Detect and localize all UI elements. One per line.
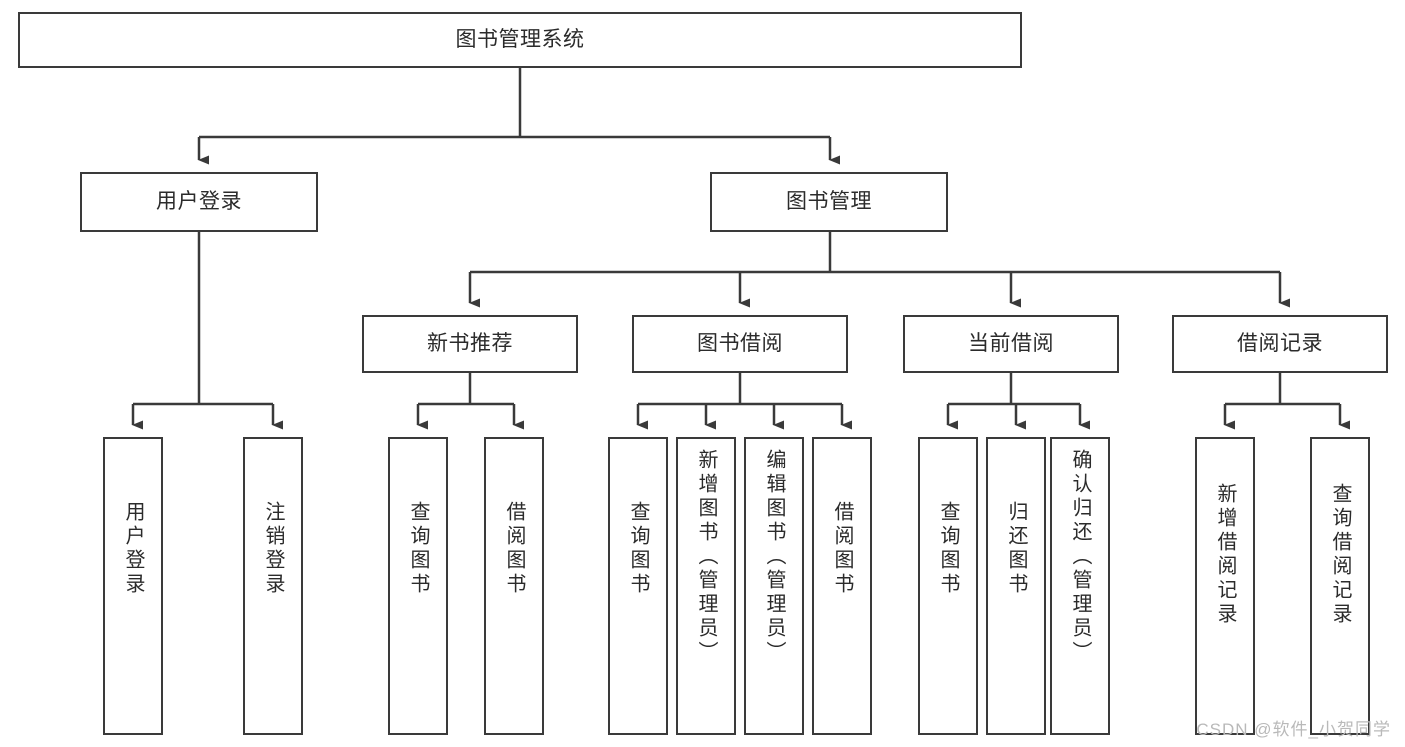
watermark-text: CSDN @软件_小贺同学 [1196, 720, 1391, 739]
node-user-login[interactable]: 用户登录 [80, 172, 318, 232]
node-leaf-query-book-recommend[interactable]: 查询图书 [388, 437, 448, 735]
node-leaf-edit-book-admin[interactable]: 编辑图书（管理员） [744, 437, 804, 735]
node-leaf-borrow-book-recommend-label: 借阅图书 [503, 501, 525, 597]
node-leaf-logout-label: 注销登录 [262, 501, 284, 597]
node-leaf-query-book-borrow[interactable]: 查询图书 [608, 437, 668, 735]
node-leaf-logout[interactable]: 注销登录 [243, 437, 303, 735]
node-leaf-query-book-current-label: 查询图书 [937, 501, 959, 597]
node-leaf-add-borrow-record[interactable]: 新增借阅记录 [1195, 437, 1255, 735]
node-leaf-query-book-borrow-label: 查询图书 [627, 501, 649, 597]
node-leaf-add-borrow-record-label: 新增借阅记录 [1214, 483, 1236, 627]
node-leaf-return-book[interactable]: 归还图书 [986, 437, 1046, 735]
node-leaf-return-book-label: 归还图书 [1005, 501, 1027, 597]
node-leaf-confirm-return-admin-label: 确认归还（管理员） [1069, 449, 1091, 665]
node-borrow-records-label: 借阅记录 [1237, 331, 1323, 355]
node-leaf-add-book-admin[interactable]: 新增图书（管理员） [676, 437, 736, 735]
node-leaf-query-book-recommend-label: 查询图书 [407, 501, 429, 597]
node-book-management-label: 图书管理 [786, 189, 872, 213]
node-leaf-borrow-book-label: 借阅图书 [831, 501, 853, 597]
node-leaf-query-borrow-record-label: 查询借阅记录 [1329, 483, 1351, 627]
node-leaf-user-login-label: 用户登录 [122, 501, 144, 597]
node-book-management[interactable]: 图书管理 [710, 172, 948, 232]
node-root-system[interactable]: 图书管理系统 [18, 12, 1022, 68]
node-leaf-edit-book-admin-label: 编辑图书（管理员） [763, 449, 785, 665]
node-leaf-add-book-admin-label: 新增图书（管理员） [695, 449, 717, 665]
node-leaf-query-borrow-record[interactable]: 查询借阅记录 [1310, 437, 1370, 735]
node-new-book-recommend-label: 新书推荐 [427, 331, 513, 355]
node-current-borrow-label: 当前借阅 [968, 331, 1054, 355]
node-borrow-records[interactable]: 借阅记录 [1172, 315, 1388, 373]
node-new-book-recommend[interactable]: 新书推荐 [362, 315, 578, 373]
node-leaf-user-login[interactable]: 用户登录 [103, 437, 163, 735]
node-book-borrow[interactable]: 图书借阅 [632, 315, 848, 373]
node-leaf-query-book-current[interactable]: 查询图书 [918, 437, 978, 735]
node-current-borrow[interactable]: 当前借阅 [903, 315, 1119, 373]
node-leaf-borrow-book[interactable]: 借阅图书 [812, 437, 872, 735]
node-book-borrow-label: 图书借阅 [697, 331, 783, 355]
node-user-login-label: 用户登录 [156, 189, 242, 213]
node-leaf-confirm-return-admin[interactable]: 确认归还（管理员） [1050, 437, 1110, 735]
node-root-system-label: 图书管理系统 [455, 27, 585, 51]
node-leaf-borrow-book-recommend[interactable]: 借阅图书 [484, 437, 544, 735]
